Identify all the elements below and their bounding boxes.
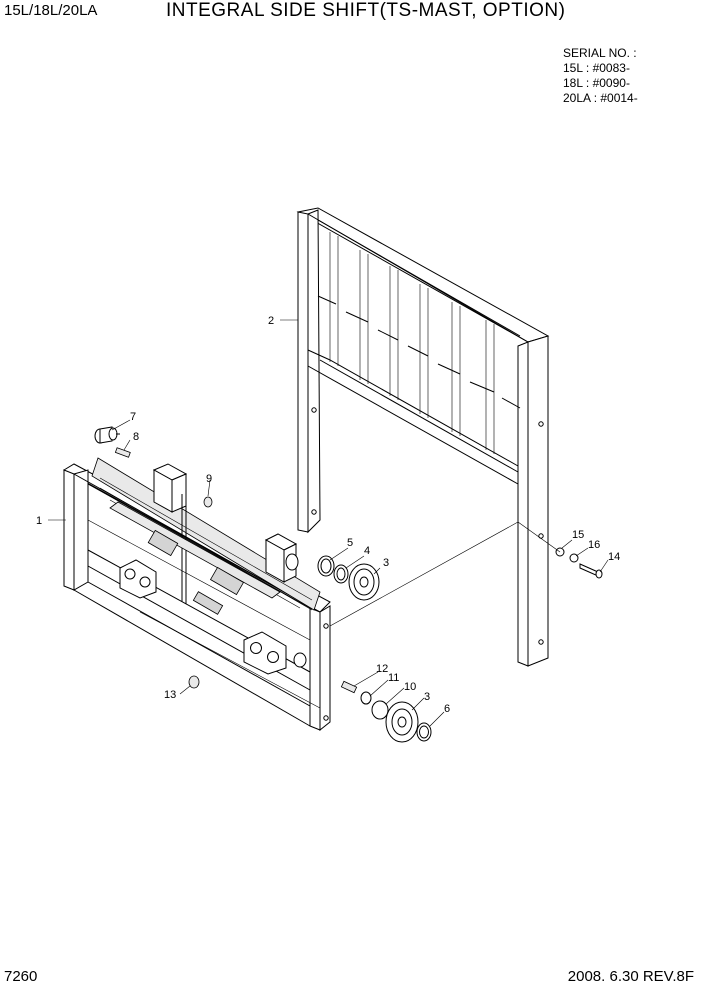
- serial-line-20la: 20LA : #0014-: [563, 91, 638, 105]
- serial-info: SERIAL NO. : 15L : #0083- 18L : #0090- 2…: [563, 46, 638, 106]
- callout-3-lower: 3: [424, 691, 430, 703]
- leader-lines: [48, 319, 609, 727]
- callout-14: 14: [608, 551, 620, 563]
- serial-label: SERIAL NO. :: [563, 46, 637, 60]
- page-number: 7260: [4, 968, 38, 985]
- revision-date: 2008. 6.30 REV.8F: [567, 968, 694, 985]
- page-title: INTEGRAL SIDE SHIFT(TS-MAST, OPTION): [166, 0, 566, 21]
- callout-8: 8: [133, 431, 139, 443]
- callout-1: 1: [36, 515, 42, 527]
- part-load-backrest: [296, 207, 550, 667]
- callout-11: 11: [388, 672, 399, 684]
- part-side-shift-frame: [62, 457, 331, 732]
- callout-9: 9: [206, 473, 212, 485]
- callout-3-upper: 3: [383, 557, 389, 569]
- callout-15: 15: [572, 529, 584, 541]
- callout-5: 5: [347, 537, 353, 549]
- part-hardware: [94, 426, 603, 743]
- callout-12: 12: [376, 663, 388, 675]
- callout-7: 7: [130, 411, 136, 423]
- callout-numbers: 1 2 3 3 4 5 6 7 8 9 10 11 12 13 14 15 16: [36, 315, 620, 715]
- serial-line-15l: 15L : #0083-: [563, 61, 630, 75]
- callout-2: 2: [268, 315, 274, 327]
- callout-6: 6: [444, 703, 450, 715]
- serial-line-18l: 18L : #0090-: [563, 76, 630, 90]
- callout-16: 16: [588, 539, 600, 551]
- callout-4: 4: [364, 545, 370, 557]
- model-label: 15L/18L/20LA: [4, 2, 98, 19]
- callout-13: 13: [164, 689, 176, 701]
- callout-10: 10: [404, 681, 416, 693]
